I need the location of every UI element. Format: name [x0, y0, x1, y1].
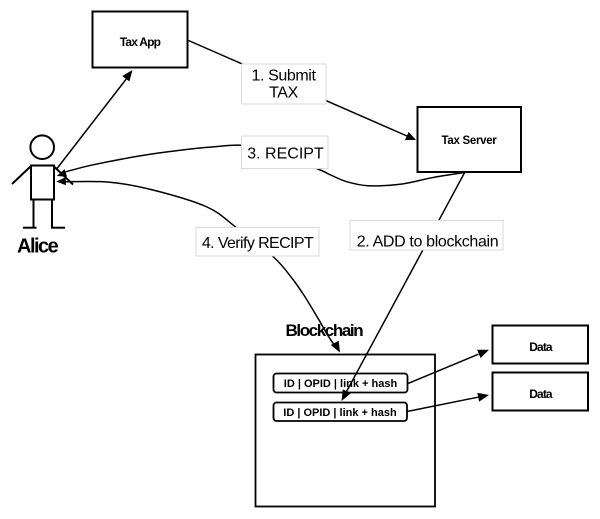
svg-text:ID | OPID | link + hash: ID | OPID | link + hash — [284, 378, 398, 390]
svg-text:TAX: TAX — [269, 85, 298, 102]
svg-text:4. Verify RECIPT: 4. Verify RECIPT — [202, 235, 314, 252]
svg-text:Alice: Alice — [17, 236, 59, 258]
svg-text:1. Submit: 1. Submit — [252, 68, 317, 85]
svg-text:Data: Data — [529, 387, 553, 401]
svg-text:Blockchain: Blockchain — [286, 321, 364, 340]
svg-text:Tax App: Tax App — [120, 35, 161, 49]
svg-text:2. ADD to blockchain: 2. ADD to blockchain — [357, 233, 499, 250]
svg-text:ID | OPID | link + hash: ID | OPID | link + hash — [283, 407, 397, 419]
svg-text:Tax Server: Tax Server — [442, 135, 498, 147]
svg-text:Data: Data — [529, 340, 553, 354]
svg-text:3. RECIPT: 3. RECIPT — [247, 146, 324, 163]
